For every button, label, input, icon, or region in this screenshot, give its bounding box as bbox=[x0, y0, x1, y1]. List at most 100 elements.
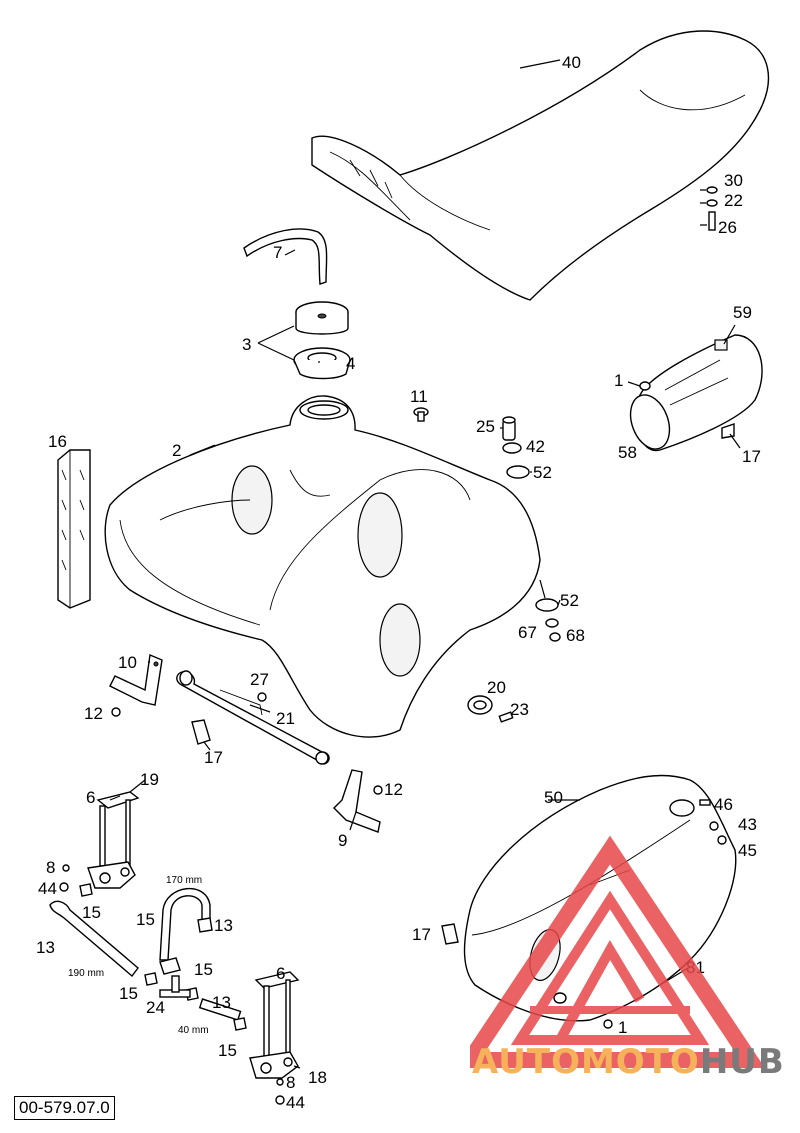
callout-17: 17 bbox=[412, 925, 431, 944]
callout-23: 23 bbox=[510, 700, 529, 719]
callout-8: 8 bbox=[286, 1073, 295, 1092]
screw-46 bbox=[699, 799, 711, 806]
callout-9: 9 bbox=[338, 831, 347, 850]
nut-67 bbox=[545, 618, 559, 628]
bracket-10 bbox=[109, 654, 163, 706]
callout-44: 44 bbox=[38, 879, 57, 898]
callout-42: 42 bbox=[526, 437, 545, 456]
watermark-brand-text: AUTOMOTOHUB bbox=[472, 1042, 785, 1082]
screw-8-lower bbox=[276, 1078, 284, 1086]
hose-13-short bbox=[198, 998, 242, 1021]
callout-12: 12 bbox=[384, 780, 403, 799]
bolt-27 bbox=[257, 692, 267, 702]
callout-8: 8 bbox=[46, 858, 55, 877]
seat-part-40 bbox=[311, 30, 770, 301]
callout-17: 17 bbox=[742, 447, 761, 466]
washer-52-bottom bbox=[535, 598, 559, 612]
callout-40: 40 bbox=[562, 53, 581, 72]
callout-2: 2 bbox=[172, 441, 181, 460]
clamp-15-a bbox=[197, 917, 213, 933]
callout-11: 11 bbox=[410, 387, 428, 406]
callout-1: 1 bbox=[614, 371, 623, 390]
callout-10: 10 bbox=[118, 653, 137, 672]
fuel-tank-2 bbox=[104, 395, 541, 738]
callout-52: 52 bbox=[533, 463, 552, 482]
callout-27: 27 bbox=[250, 670, 269, 689]
callout-59: 59 bbox=[733, 303, 752, 322]
callout-45: 45 bbox=[738, 841, 757, 860]
callout-3: 3 bbox=[242, 335, 251, 354]
nut-43 bbox=[709, 821, 719, 831]
grommet-20 bbox=[467, 695, 493, 715]
brand-part-2: HUB bbox=[699, 1042, 785, 1082]
breather-hose-7 bbox=[243, 228, 328, 285]
callout-6: 6 bbox=[276, 964, 285, 983]
nut-68 bbox=[549, 632, 561, 642]
fuel-cap-3 bbox=[295, 301, 349, 335]
callout-15: 15 bbox=[119, 984, 138, 1003]
callout-15: 15 bbox=[136, 910, 155, 929]
dim-190mm: 190 mm bbox=[68, 968, 104, 979]
crossbar-21 bbox=[176, 670, 330, 765]
tool-bag-58 bbox=[629, 334, 763, 452]
cap-seal-4 bbox=[293, 347, 351, 380]
clamp-15-e bbox=[233, 1017, 247, 1031]
callout-12: 12 bbox=[84, 704, 103, 723]
hose-13-long bbox=[49, 900, 139, 978]
callout-58: 58 bbox=[618, 443, 637, 462]
nut-44-lower bbox=[275, 1095, 285, 1105]
washer-42 bbox=[502, 442, 522, 454]
callout-20: 20 bbox=[487, 678, 506, 697]
callout-4: 4 bbox=[346, 354, 355, 373]
watermark-logo bbox=[470, 835, 765, 1068]
clamp-15-b bbox=[159, 957, 181, 975]
bolt-12-left bbox=[111, 707, 121, 717]
watermark-triangle-icon bbox=[470, 835, 765, 1068]
foam-strip-16 bbox=[57, 449, 91, 609]
screw-23 bbox=[498, 711, 514, 723]
clip-17-panel bbox=[441, 923, 459, 945]
callout-46: 46 bbox=[714, 795, 733, 814]
callout-67: 67 bbox=[518, 623, 537, 642]
clamp-15-c bbox=[144, 972, 158, 986]
callout-30: 30 bbox=[724, 171, 743, 190]
callout-21: 21 bbox=[276, 709, 295, 728]
callout-68: 68 bbox=[566, 626, 585, 645]
dim-40mm: 40 mm bbox=[178, 1025, 209, 1036]
callout-22: 22 bbox=[724, 191, 743, 210]
callout-25: 25 bbox=[476, 417, 495, 436]
callout-1: 1 bbox=[618, 1018, 627, 1037]
clip-17-left bbox=[191, 719, 211, 745]
bolt-12-right bbox=[373, 785, 383, 795]
callout-13: 13 bbox=[36, 938, 55, 957]
screw-8-upper bbox=[62, 864, 70, 872]
callout-13: 13 bbox=[212, 993, 231, 1012]
screw-1-panel bbox=[603, 1019, 613, 1029]
callout-13: 13 bbox=[214, 916, 233, 935]
seat-bolts bbox=[706, 186, 718, 231]
callout-7: 7 bbox=[273, 243, 282, 262]
dim-170mm: 170 mm bbox=[166, 875, 202, 886]
callout-16: 16 bbox=[48, 432, 67, 451]
nut-44-upper bbox=[59, 882, 69, 892]
brand-part-1: AUTOMOTO bbox=[472, 1042, 700, 1082]
clamp-15-upper bbox=[79, 883, 93, 897]
washer-45 bbox=[717, 835, 727, 845]
callout-50: 50 bbox=[544, 788, 563, 807]
fuel-tap-lower bbox=[249, 971, 300, 1079]
callout-19: 19 bbox=[140, 770, 159, 789]
fuel-tap-upper bbox=[87, 791, 140, 889]
callout-44: 44 bbox=[286, 1093, 305, 1112]
callout-18: 18 bbox=[308, 1068, 327, 1087]
bracket-9 bbox=[333, 769, 381, 833]
callout-26: 26 bbox=[718, 218, 737, 237]
dimension-annotations: 170 mm 190 mm 40 mm bbox=[68, 875, 209, 1036]
reference-code: 00-579.07.0 bbox=[14, 1096, 115, 1120]
callout-52: 52 bbox=[560, 591, 579, 610]
tee-fitting-24 bbox=[159, 975, 191, 998]
callout-15: 15 bbox=[218, 1041, 237, 1060]
callout-6: 6 bbox=[86, 788, 95, 807]
